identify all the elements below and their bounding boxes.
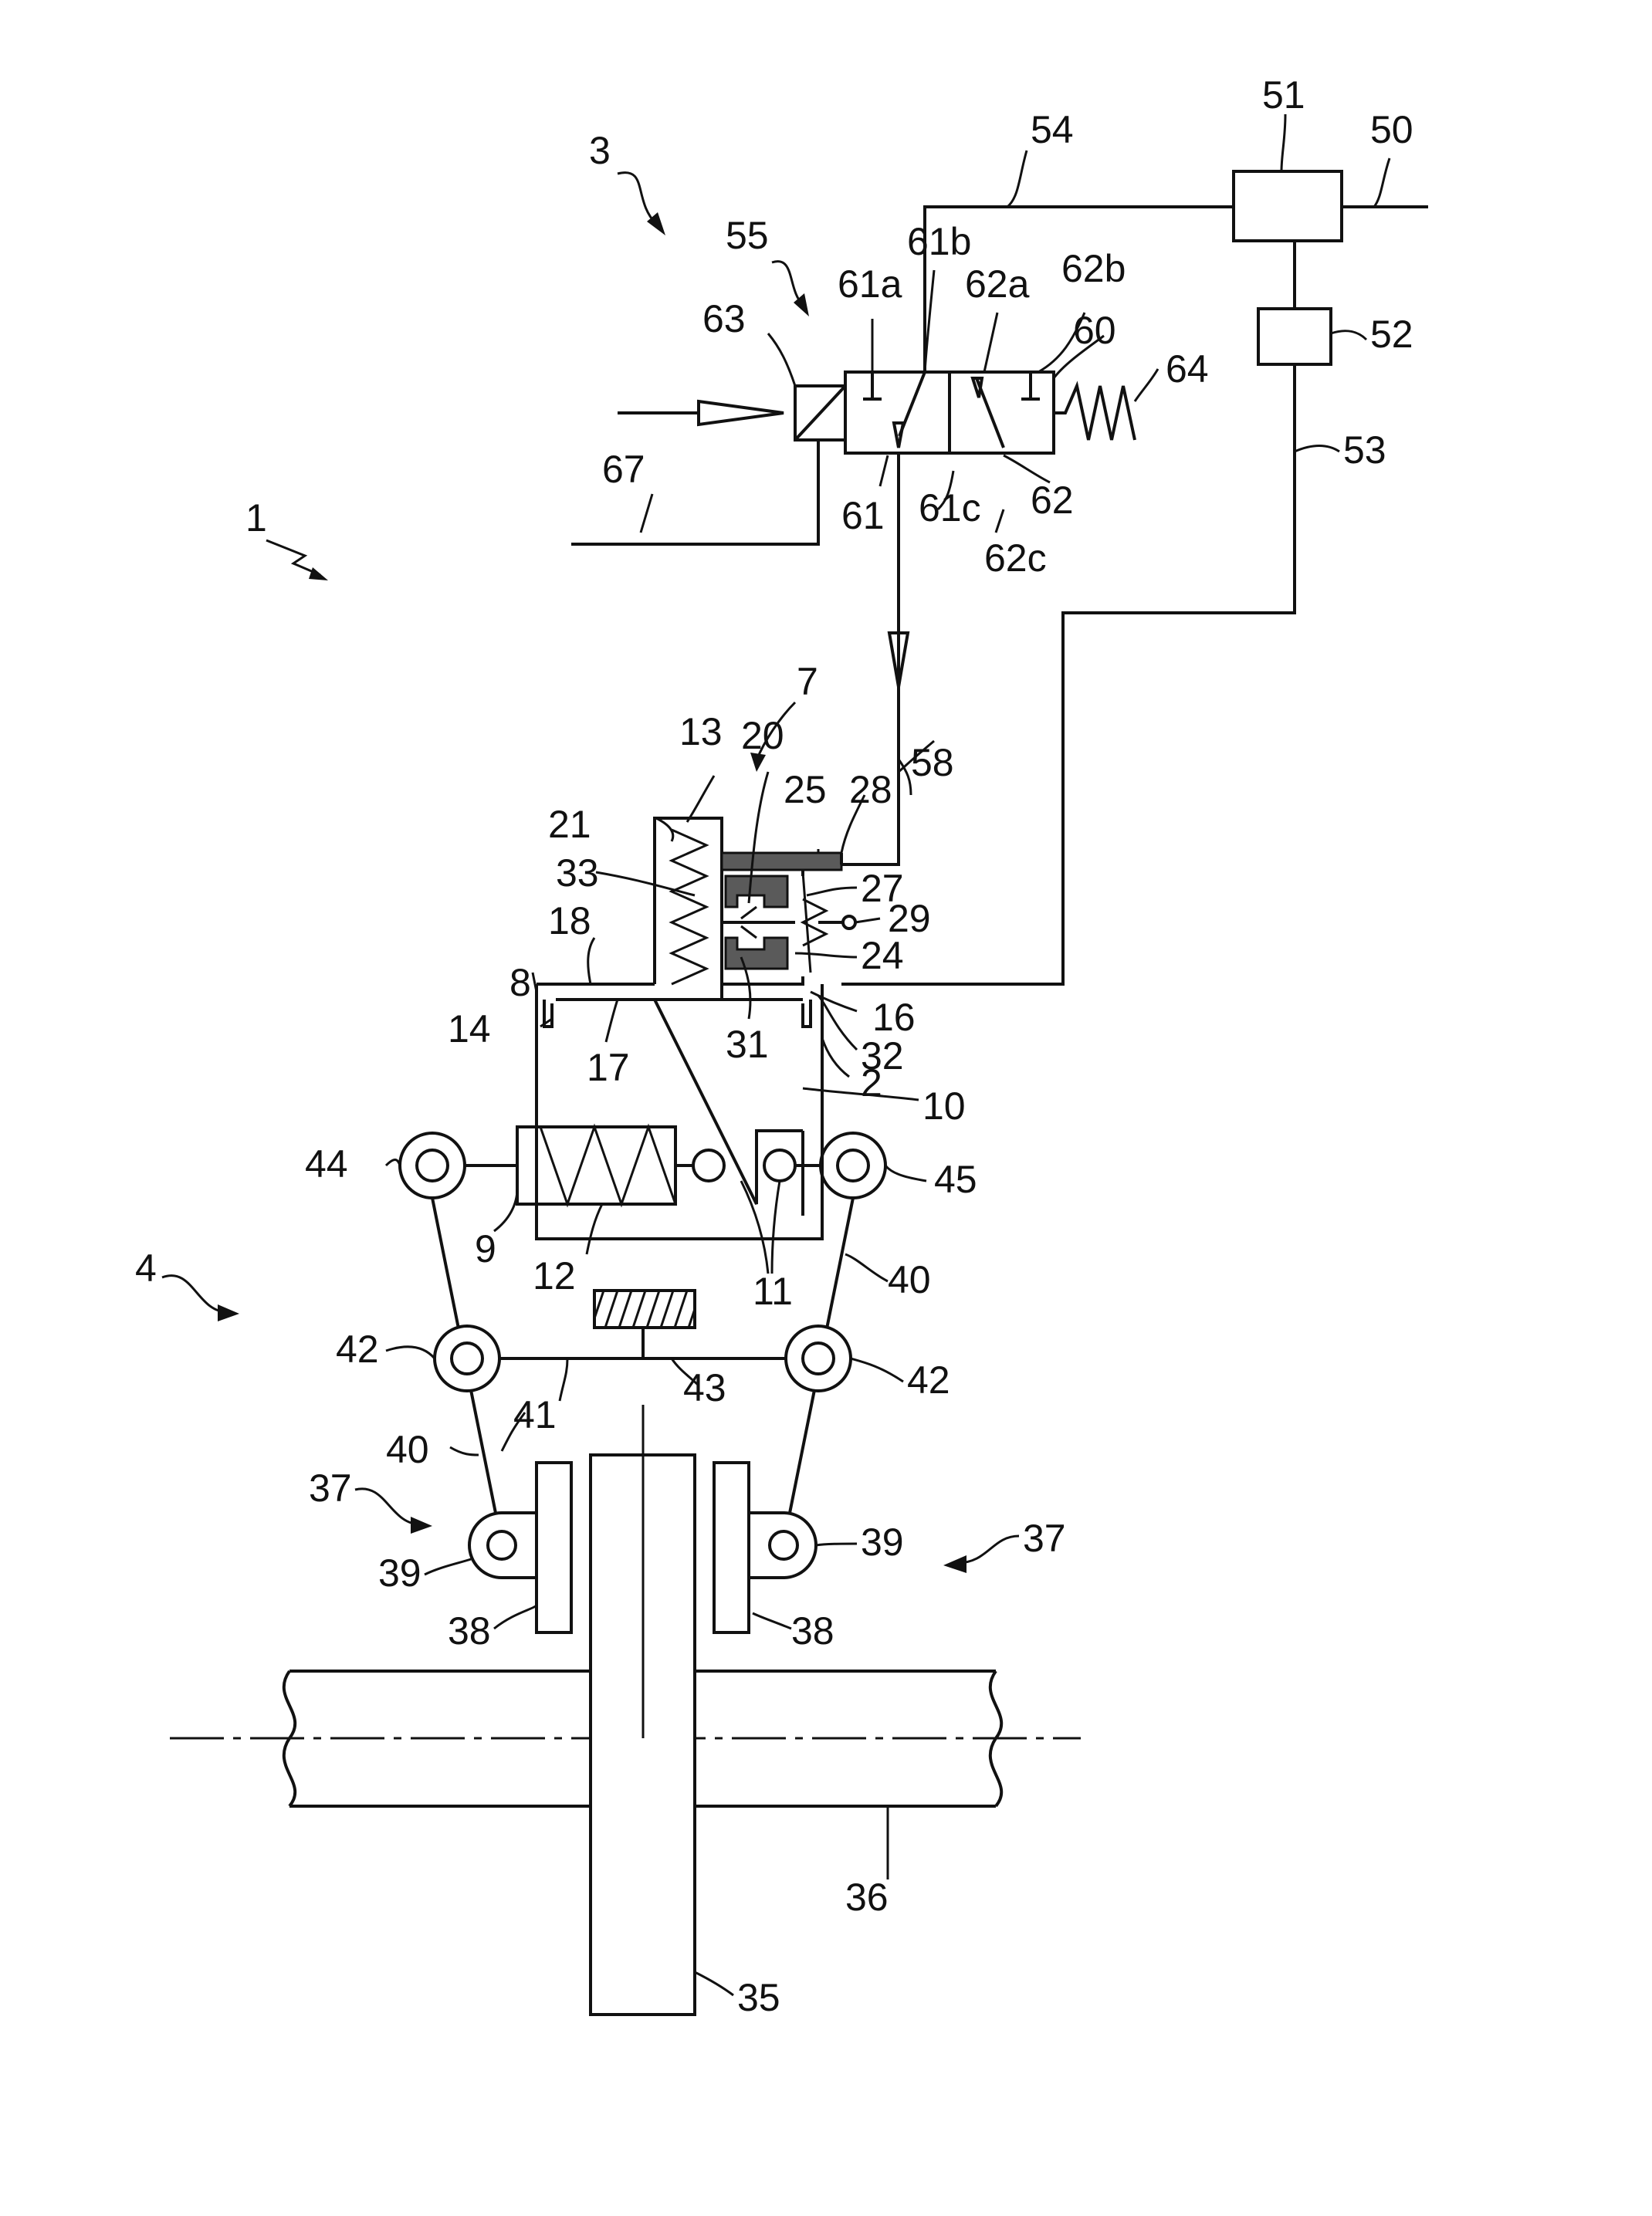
label-29: 29 xyxy=(888,897,931,940)
label-61a: 61a xyxy=(838,262,902,306)
label-8: 8 xyxy=(509,961,531,1004)
label-16: 16 xyxy=(872,996,916,1039)
line-53 xyxy=(841,364,1295,984)
label-62: 62 xyxy=(1031,479,1074,522)
piece-33 xyxy=(741,907,757,919)
label-38-left: 38 xyxy=(448,1609,491,1653)
label-61: 61 xyxy=(841,494,885,537)
label-58: 58 xyxy=(911,741,954,784)
label-24: 24 xyxy=(861,934,904,977)
label-40-right: 40 xyxy=(888,1258,931,1301)
label-64: 64 xyxy=(1166,347,1209,391)
label-42-left: 42 xyxy=(336,1328,379,1371)
roller-11-left xyxy=(693,1150,724,1181)
label-62c: 62c xyxy=(984,536,1047,580)
pivot-42-left xyxy=(435,1326,499,1391)
label-10: 10 xyxy=(922,1084,966,1128)
pivot-45 xyxy=(821,1133,885,1198)
label-62a: 62a xyxy=(965,262,1030,306)
spring-21 xyxy=(672,830,706,984)
label-17: 17 xyxy=(587,1046,630,1089)
label-41: 41 xyxy=(513,1393,557,1436)
box-51 xyxy=(1234,171,1342,241)
label-60: 60 xyxy=(1073,309,1116,352)
pivot-44 xyxy=(400,1133,465,1198)
label-35: 35 xyxy=(737,1976,780,2019)
label-36: 36 xyxy=(845,1876,889,1919)
label-67: 67 xyxy=(602,448,645,491)
ground-hatch xyxy=(594,1291,695,1328)
label-31: 31 xyxy=(726,1023,769,1066)
holder-39-right xyxy=(749,1513,816,1578)
label-38-right: 38 xyxy=(791,1609,834,1653)
label-14: 14 xyxy=(448,1007,491,1050)
body-25 xyxy=(722,853,841,870)
label-3: 3 xyxy=(589,129,611,172)
label-54: 54 xyxy=(1031,108,1074,151)
label-52: 52 xyxy=(1370,313,1413,356)
label-44: 44 xyxy=(305,1142,348,1186)
label-13: 13 xyxy=(679,710,723,753)
label-21: 21 xyxy=(548,803,591,846)
label-18: 18 xyxy=(548,899,591,942)
reference-labels: 1 2 3 4 7 8 9 10 11 12 13 14 16 17 18 20… xyxy=(135,73,1413,2019)
label-12: 12 xyxy=(533,1254,576,1297)
seat-27 xyxy=(726,876,787,907)
label-33: 33 xyxy=(556,851,599,895)
pad-38-left xyxy=(537,1463,571,1632)
label-25: 25 xyxy=(784,768,827,811)
holder-39-left xyxy=(469,1513,537,1578)
label-62b: 62b xyxy=(1061,247,1126,290)
label-51: 51 xyxy=(1262,73,1305,117)
label-42-right: 42 xyxy=(907,1358,950,1402)
label-4: 4 xyxy=(135,1247,157,1290)
label-40-left: 40 xyxy=(386,1428,429,1471)
label-37-left: 37 xyxy=(309,1467,352,1510)
spring-12 xyxy=(540,1127,675,1204)
box-52 xyxy=(1258,309,1331,364)
label-55: 55 xyxy=(726,214,769,257)
label-32: 32 xyxy=(861,1034,904,1078)
label-37-right: 37 xyxy=(1023,1517,1066,1560)
label-53: 53 xyxy=(1343,428,1386,472)
label-45: 45 xyxy=(934,1158,977,1201)
seat-24 xyxy=(726,938,787,969)
label-43: 43 xyxy=(683,1366,726,1409)
label-9: 9 xyxy=(475,1227,496,1270)
label-61c: 61c xyxy=(919,486,981,529)
column-13 xyxy=(655,818,722,1000)
leader-lines xyxy=(162,114,1390,1995)
label-39-left: 39 xyxy=(378,1551,421,1595)
pad-38-right xyxy=(714,1463,749,1632)
label-50: 50 xyxy=(1370,108,1413,151)
roller-11-right xyxy=(764,1150,795,1181)
pivot-42-right xyxy=(786,1326,851,1391)
label-63: 63 xyxy=(702,297,746,340)
label-7: 7 xyxy=(797,660,818,703)
pin-29 xyxy=(843,916,855,929)
label-61b: 61b xyxy=(907,220,971,263)
spring-64 xyxy=(1054,386,1135,440)
label-28: 28 xyxy=(849,768,892,811)
label-11: 11 xyxy=(753,1270,793,1313)
brake-assembly xyxy=(170,1405,1081,2015)
label-1: 1 xyxy=(245,496,267,540)
label-20: 20 xyxy=(741,714,784,757)
label-39-right: 39 xyxy=(861,1521,904,1564)
